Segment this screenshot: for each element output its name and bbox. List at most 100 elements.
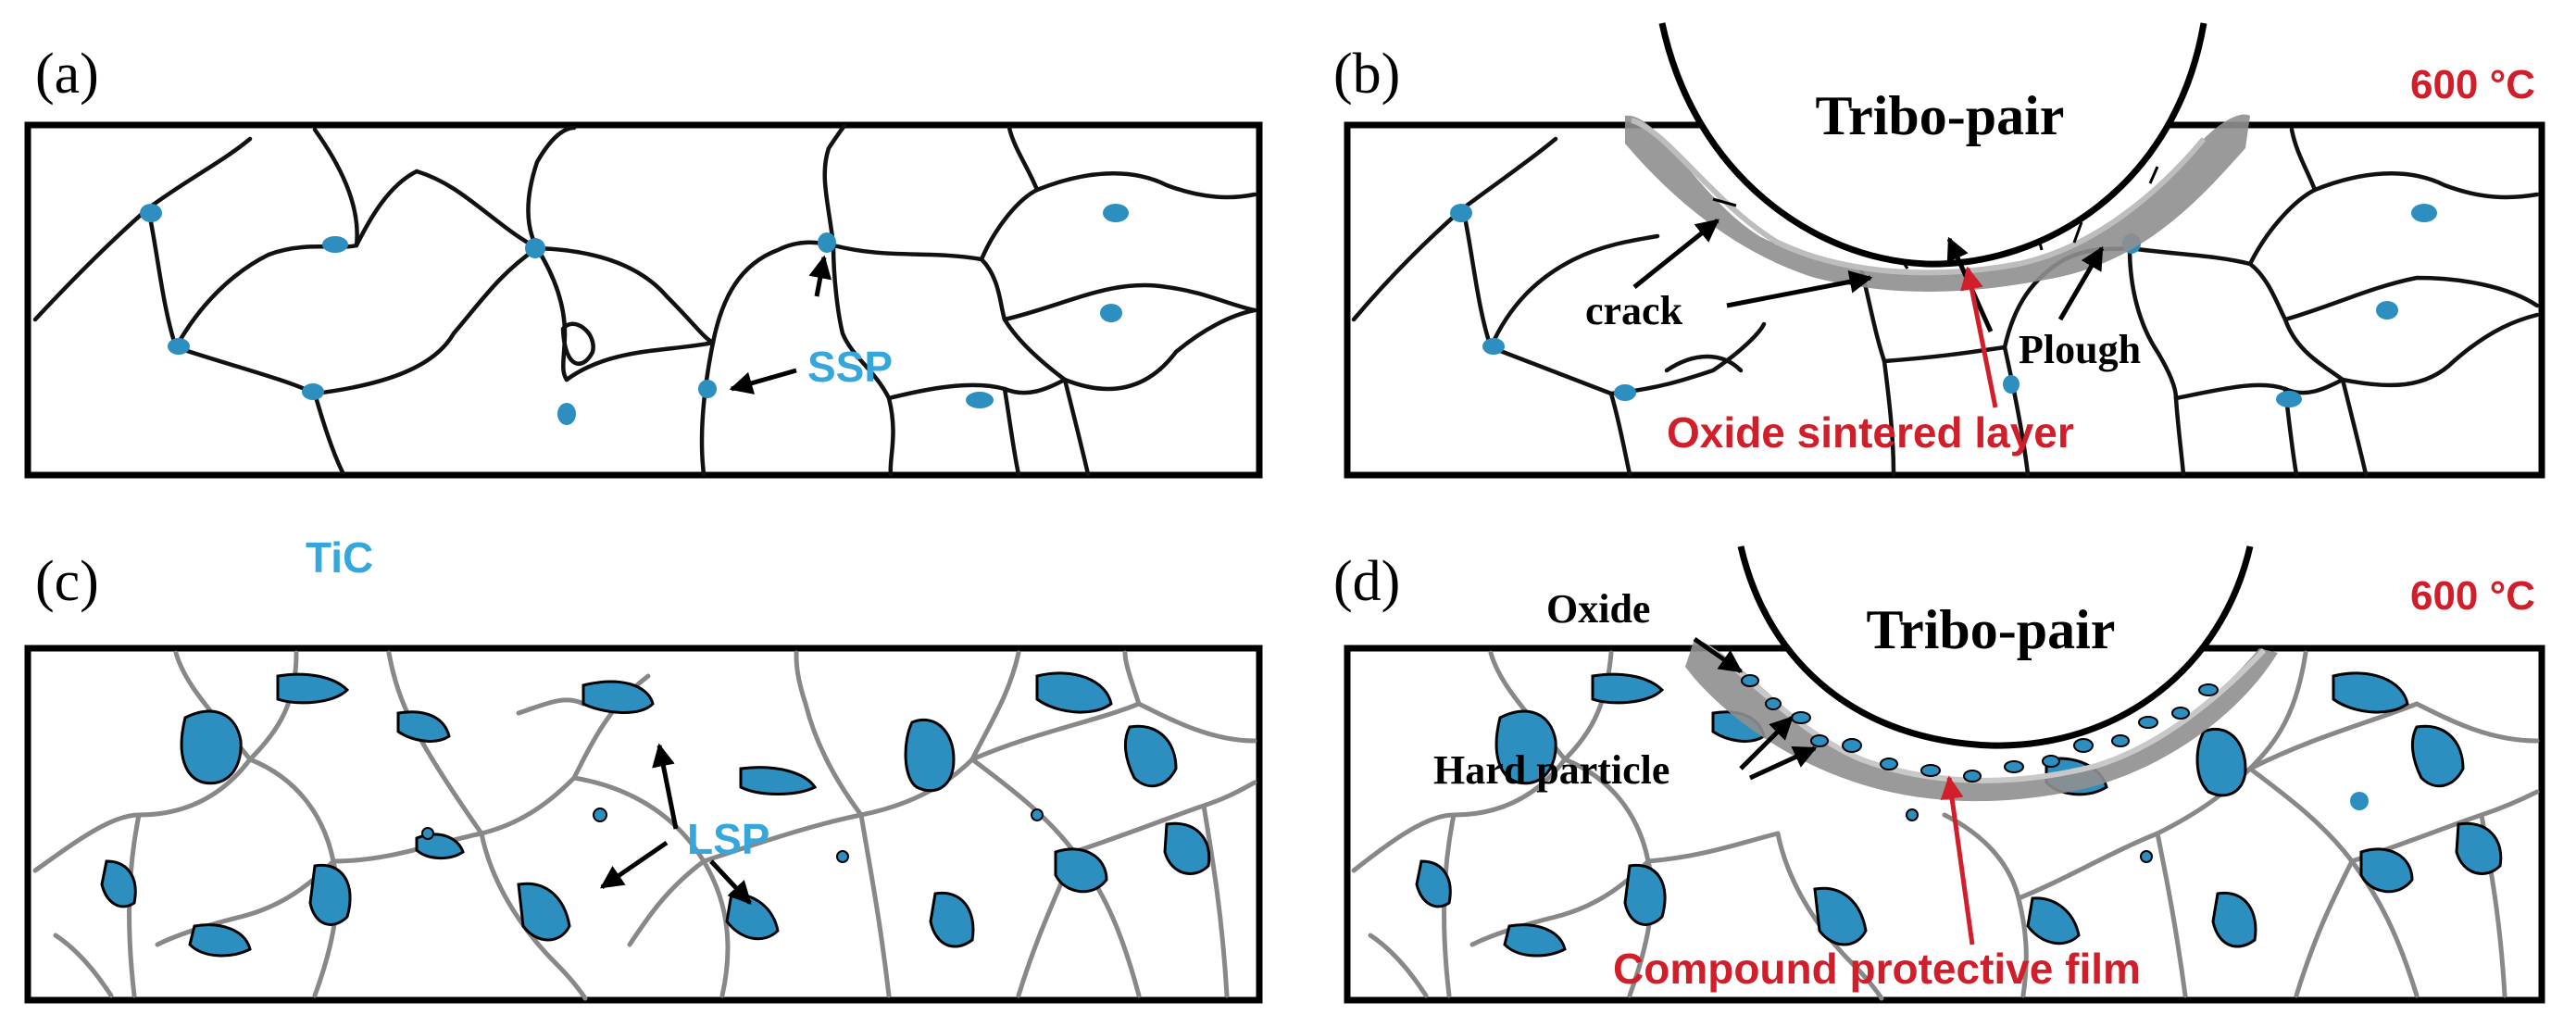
panel-c-frame [24,645,1263,1004]
lsp-particle [2410,724,2465,788]
lsp-particle [396,710,451,743]
ssp-particle [1450,204,1472,222]
lsp-particle [308,863,352,926]
lsp-particle [836,850,849,863]
lsp-particle [1813,886,1868,946]
lsp-particle [1035,671,1113,714]
oxide-label: Oxide [1546,586,1650,632]
plough-label: Plough [2019,327,2141,372]
panel-a: (a) [24,43,1263,479]
lsp-particle [2026,896,2081,946]
ssp-particle [966,392,994,408]
panel-a-frame [24,121,1263,479]
lsp-particle [1031,808,1044,821]
hard-particle [2042,755,2060,768]
lsp-label: LSP [687,815,769,863]
lsp-particle [1163,821,1211,875]
ssp-particle [2003,375,2020,394]
hard-particle [1963,770,1982,783]
lsp-particle [1591,672,1665,705]
lsp-particle [2455,821,2503,875]
tic-legend-label: TiC [306,533,373,582]
lsp-particle [100,859,137,908]
lsp-particle [739,766,818,795]
lsp-particle [581,680,655,714]
panel-b-temperature: 600 °C [2410,62,2535,107]
ssp-particle [2376,301,2398,319]
film-arrow [1940,775,1975,946]
panel-b-letter: (b) [1333,43,1400,106]
lsp-arrow [652,743,679,830]
ssp-particle [525,238,545,258]
film-highlight [1707,645,2267,783]
lsp-particle [276,672,350,705]
lsp-particle [415,833,465,859]
hard-particle [1765,697,1782,710]
panel-a-grain-boundaries [32,123,1257,477]
ssp-particle [322,236,348,253]
lsp-particle [1123,724,1178,788]
panel-a-ssp-particles [140,204,1129,425]
hard-particle [1810,734,1829,747]
hard-particle [2138,716,2158,729]
tribo-pair-ball [1658,22,2207,268]
panel-c-lsp-particles [100,671,1211,958]
lsp-particle [929,891,975,948]
lsp-particle [1503,923,1567,958]
lsp-particle [1906,808,1919,821]
lsp-particle [2211,891,2257,948]
lsp-particle [725,892,780,941]
ssp-particle [302,383,324,400]
lsp-particle [2350,792,2369,810]
oxide-arrow [1693,636,1744,674]
hard-particle [2073,738,2094,753]
lsp-particle [2359,847,2414,894]
panel-d-letter: (d) [1333,550,1400,613]
hard-particle [2111,734,2130,747]
lsp-particle [517,882,571,942]
hard-particle [2171,707,2190,720]
lsp-particle [904,718,956,793]
panel-c-letter: (c) [35,550,99,613]
lsp-particle [1415,859,1452,908]
panel-b-tribo-pair-label: Tribo-pair [1816,85,2065,146]
panel-c: (c) TiC [24,533,1263,1004]
lsp-particle [180,709,243,785]
lsp-particle [2332,671,2409,714]
hard-particle [2198,683,2219,696]
hard-particle [1741,674,1759,687]
lsp-arrow [709,859,752,905]
hard-particle-label: Hard particle [1433,747,1669,793]
lsp-arrow [599,840,669,890]
ssp-arrow [808,255,832,297]
hard-particles-in-film [1741,674,2219,783]
crack-arrow [1726,270,1873,308]
lsp-particle [1494,709,1557,785]
ssp-particle [1482,338,1505,355]
compound-protective-film-label: Compound protective film [1613,945,2141,993]
ssp-particle [2276,391,2302,407]
lsp-particle [2195,727,2247,797]
ssp-particle [557,403,576,425]
ssp-particle [1100,304,1122,322]
panel-b: (b) 600 °C [1333,22,2545,479]
lsp-particle [188,923,252,958]
hard-particle [1920,764,1941,777]
panel-d-temperature: 600 °C [2410,573,2535,619]
tribo-pair-ball [1737,545,2254,749]
ssp-particle [818,232,836,253]
crack-arrow [1632,219,1719,289]
hard-particle-arrow [1748,745,1818,781]
ssp-particle [168,338,190,355]
hard-particle [2004,760,2024,773]
ssp-particle [1614,384,1636,401]
panel-a-letter: (a) [35,43,99,106]
hard-particle [1842,738,1862,753]
lsp-particle [593,808,607,822]
ssp-particle [698,380,717,398]
oxide-layer-arrow [1960,266,1998,408]
hard-particle-arrow [1739,716,1794,770]
compound-protective-film [1685,639,2278,802]
ssp-particle [1103,204,1129,222]
